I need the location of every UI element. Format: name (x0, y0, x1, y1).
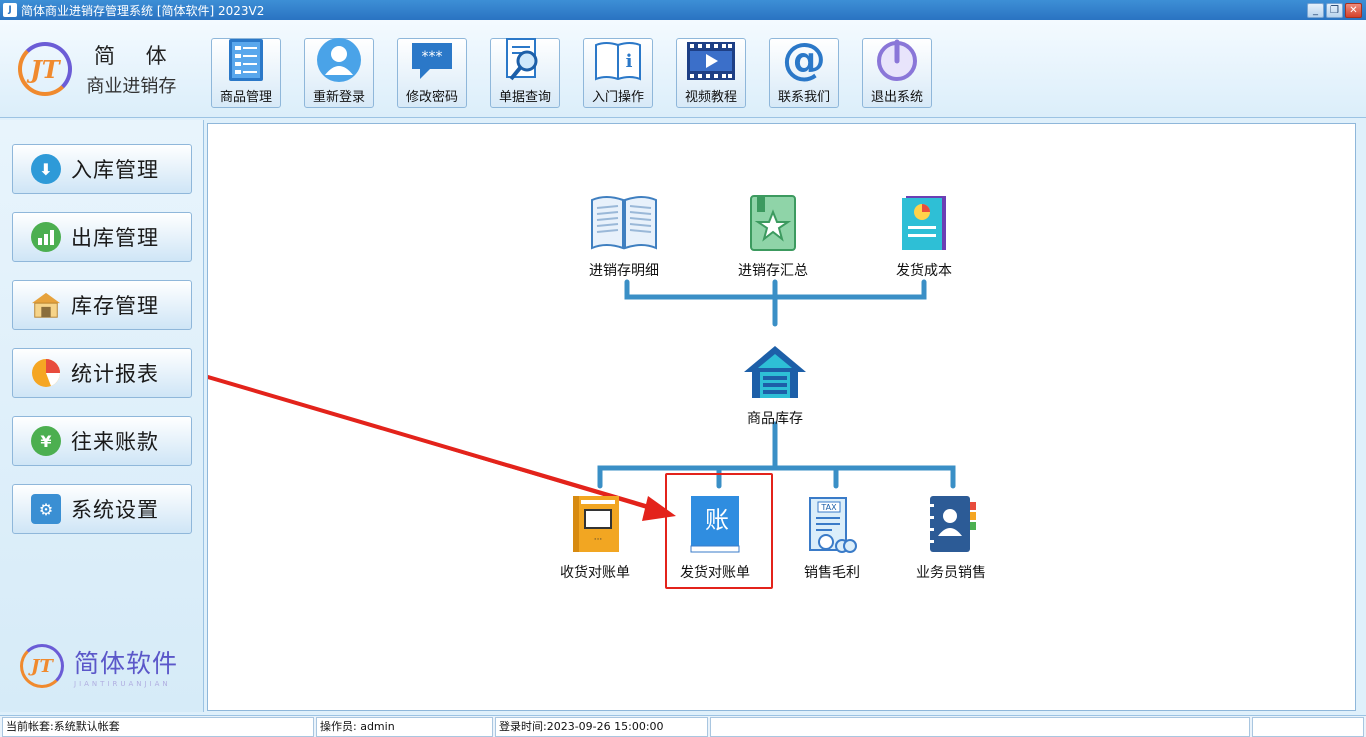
toolbar-label: 联系我们 (777, 90, 830, 105)
yen-icon: ¥ (31, 426, 61, 456)
status-login-time: 登录时间:2023-09-26 15:00:00 (495, 717, 708, 737)
tax-glyph: TAX (820, 503, 837, 512)
pie-chart-icon (31, 358, 61, 388)
toolbar-label: 退出系统 (870, 90, 923, 105)
window-title: 简体商业进销存管理系统 [简体软件] 2023V2 (21, 3, 265, 18)
password-bubble-icon: *** (407, 39, 457, 83)
toolbar-label: 商品管理 (219, 90, 272, 105)
brand: JT 简 体 商业进销存 (18, 40, 179, 98)
status-extra-1 (710, 717, 1250, 737)
status-operator: 操作员: admin (316, 717, 493, 737)
document-search-icon (500, 37, 550, 83)
orange-book-icon: ··· (569, 494, 621, 558)
toolbar-label: 入门操作 (591, 90, 644, 105)
getting-started-button[interactable]: i 入门操作 (583, 38, 653, 108)
relogin-button[interactable]: 重新登录 (304, 38, 374, 108)
status-account: 当前帐套:系统默认帐套 (2, 717, 314, 737)
sidebar-item-inventory[interactable]: 库存管理 (12, 280, 192, 330)
node-label: 业务员销售 (916, 565, 986, 581)
logo-icon: JT (20, 644, 64, 688)
svg-text:i: i (626, 51, 633, 72)
node-receiving-statement[interactable]: ··· 收货对账单 (560, 494, 630, 582)
footer-logo-subtext: JIANTIRUANJIAN (74, 680, 171, 688)
video-tutorial-button[interactable]: 视频教程 (676, 38, 746, 108)
footer-logo-text: 简体软件 (74, 649, 179, 678)
warehouse-icon (742, 344, 808, 404)
open-book-icon (588, 194, 660, 256)
sidebar-item-accounts[interactable]: ¥ 往来账款 (12, 416, 192, 466)
node-label: 进销存明细 (589, 263, 659, 279)
node-label: 进销存汇总 (738, 263, 808, 279)
report-chart-icon (898, 194, 950, 256)
change-password-button[interactable]: *** 修改密码 (397, 38, 467, 108)
node-shipping-cost[interactable]: 发货成本 (896, 194, 952, 280)
node-salesperson-sales[interactable]: 业务员销售 (916, 494, 986, 582)
toolbar: 商品管理 重新登录 *** 修改密码 单据查询 i 入门操作 (211, 37, 955, 108)
sidebar-item-label: 入库管理 (71, 158, 159, 182)
connector-lines (208, 279, 956, 521)
footer-logo: JT 简体软件 JIANTIRUANJIAN (20, 644, 178, 688)
toolbar-label: 单据查询 (498, 90, 551, 105)
sidebar-item-reports[interactable]: 统计报表 (12, 348, 192, 398)
node-inventory-summary[interactable]: 进销存汇总 (738, 194, 808, 280)
node-shipping-statement[interactable]: 账 发货对账单 (680, 494, 750, 582)
info-book-icon: i (593, 39, 643, 83)
document-query-button[interactable]: 单据查询 (490, 38, 560, 108)
tax-invoice-icon: TAX (806, 494, 858, 558)
node-label: 收货对账单 (560, 565, 630, 581)
exit-system-button[interactable]: 退出系统 (862, 38, 932, 108)
at-icon: @ (779, 37, 829, 83)
highlight-box (665, 473, 773, 589)
star-book-icon (745, 194, 801, 256)
sidebar: ⬇ 入库管理 出库管理 库存管理 统计报表 ¥ 往来账款 ⚙ 系统设置 JT 简… (0, 120, 204, 712)
gear-icon: ⚙ (31, 494, 61, 524)
chart-up-icon (31, 222, 61, 252)
app-icon: J (3, 3, 17, 17)
sidebar-item-label: 库存管理 (71, 294, 159, 318)
toolbar-label: 视频教程 (684, 90, 737, 105)
status-extra-2 (1252, 717, 1364, 737)
toolbar-label: 重新登录 (312, 90, 365, 105)
node-product-inventory[interactable]: 商品库存 (742, 344, 808, 428)
main-panel: 进销存明细 进销存汇总 发货成本 商品库存 ··· 收货对账单 账 发货对账单 … (207, 123, 1356, 711)
sidebar-item-settings[interactable]: ⚙ 系统设置 (12, 484, 192, 534)
sidebar-item-label: 往来账款 (71, 430, 159, 454)
node-sales-profit[interactable]: TAX 销售毛利 (804, 494, 860, 582)
node-label: 销售毛利 (804, 565, 860, 581)
user-icon (314, 37, 364, 83)
title-bar: J 简体商业进销存管理系统 [简体软件] 2023V2 _ ❐ ✕ (0, 0, 1366, 20)
node-label: 发货成本 (896, 263, 952, 279)
product-list-icon (221, 37, 271, 83)
power-icon (872, 37, 922, 83)
toolbar-label: 修改密码 (405, 90, 458, 105)
contact-book-icon (922, 494, 980, 558)
svg-text:***: *** (422, 49, 443, 65)
brand-name: 简 体 (94, 44, 179, 68)
svg-text:···: ··· (594, 535, 603, 545)
sidebar-item-label: 系统设置 (71, 498, 159, 522)
close-button[interactable]: ✕ (1345, 2, 1362, 18)
sidebar-item-label: 统计报表 (71, 362, 159, 386)
sidebar-item-label: 出库管理 (71, 226, 159, 250)
sidebar-item-stock-in[interactable]: ⬇ 入库管理 (12, 144, 192, 194)
node-label: 发货对账单 (680, 565, 750, 581)
ledger-glyph: 账 (705, 506, 729, 534)
minimize-button[interactable]: _ (1307, 2, 1324, 18)
arrow-down-icon: ⬇ (31, 154, 61, 184)
blue-ledger-icon: 账 (689, 494, 741, 558)
video-icon (686, 39, 736, 83)
header: JT 简 体 商业进销存 商品管理 重新登录 *** 修改密码 (0, 20, 1366, 118)
status-bar: 当前帐套:系统默认帐套 操作员: admin 登录时间:2023-09-26 1… (0, 715, 1366, 737)
brand-subtitle: 商业进销存 (86, 76, 177, 97)
warehouse-icon (31, 290, 61, 320)
svg-text:@: @ (782, 37, 826, 83)
node-label: 商品库存 (747, 411, 803, 427)
brand-logo-icon: JT (18, 42, 72, 96)
contact-us-button[interactable]: @ 联系我们 (769, 37, 839, 108)
sidebar-item-stock-out[interactable]: 出库管理 (12, 212, 192, 262)
product-management-button[interactable]: 商品管理 (211, 38, 281, 108)
node-inventory-detail[interactable]: 进销存明细 (588, 194, 660, 280)
restore-button[interactable]: ❐ (1326, 2, 1343, 18)
